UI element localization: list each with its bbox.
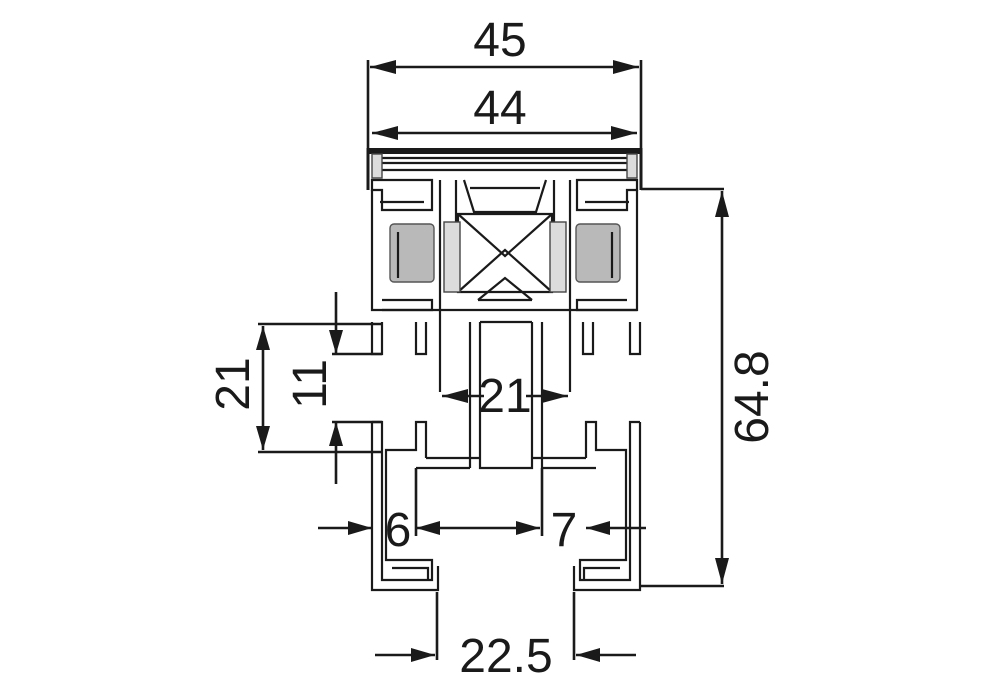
- dimension-height-inner: 11: [284, 292, 382, 484]
- dimension-bottom-width: 22.5: [375, 592, 636, 683]
- thermal-break-insert: [443, 179, 567, 302]
- dimension-height-outer: 21: [207, 322, 382, 454]
- dimension-right-offset: 7: [540, 468, 646, 557]
- side-gaskets: [389, 223, 621, 283]
- label-glass-width: 44: [473, 82, 526, 135]
- label-height-outer: 21: [207, 357, 260, 410]
- glass-strip: [366, 148, 643, 190]
- label-height-inner: 11: [284, 359, 337, 409]
- label-bottom-width: 22.5: [459, 630, 552, 683]
- upper-frame: [370, 178, 639, 312]
- main-profile-body: [370, 308, 642, 592]
- dimension-glass-width: 44: [372, 82, 637, 140]
- label-right-offset: 7: [551, 504, 578, 557]
- label-left-offset: 6: [385, 504, 412, 557]
- dimension-profile-height: 64.8: [641, 187, 779, 588]
- label-overall-width: 45: [473, 14, 526, 67]
- dimension-center-gap: 21: [442, 370, 568, 423]
- dimension-left-offset: 6: [318, 468, 540, 557]
- label-center-gap: 21: [478, 370, 531, 423]
- dimension-overall-width: 45: [366, 14, 643, 190]
- label-profile-height: 64.8: [726, 350, 779, 443]
